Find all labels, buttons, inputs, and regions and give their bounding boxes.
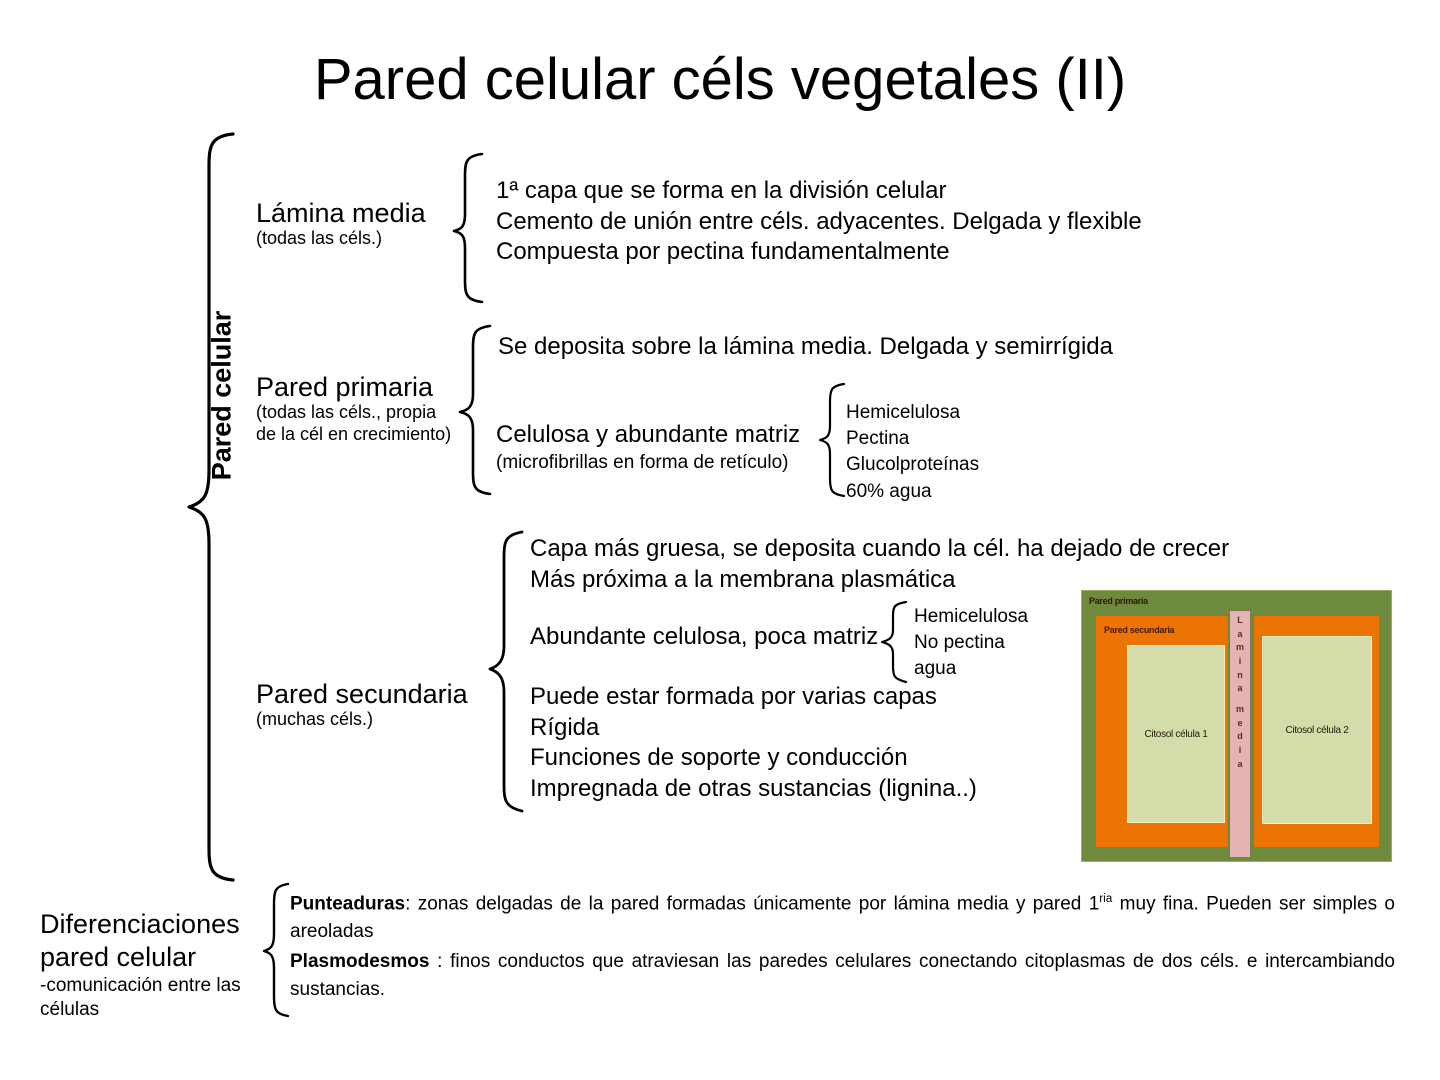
component-item: Hemicelulosa xyxy=(914,606,1029,627)
lamina-media-name: Lámina media xyxy=(256,198,426,228)
diferenciaciones-line-1: Diferenciaciones xyxy=(40,909,240,939)
plasmodesmos-text: : finos conductos que atraviesan las par… xyxy=(290,951,1395,1000)
pared-primaria-line-2-wrap: Celulosa y abundante matriz (microfibril… xyxy=(496,420,800,474)
lamina-letter: a xyxy=(1237,628,1243,639)
pared-primaria-subtitle-line1: (todas las céls., propia xyxy=(256,402,437,423)
section-lamina-media-title: Lámina media (todas las céls.) xyxy=(256,198,426,250)
lamina-letter: m xyxy=(1235,642,1244,653)
pared-primaria-line-1-wrap: Se deposita sobre la lámina media. Delga… xyxy=(498,332,1113,363)
punteaduras-text-b: muy fina. Pueden ser simples o areoladas xyxy=(290,893,1395,942)
page-title: Pared celular céls vegetales (II) xyxy=(313,47,1127,112)
pared-secundaria-line-bottom-2: Rígida xyxy=(530,713,600,741)
pared-secundaria-line-top-1: Capa más gruesa, se deposita cuando la c… xyxy=(530,535,1230,562)
punteaduras-superscript: ria xyxy=(1099,892,1113,905)
plasmodesmos-term: Plasmodesmos xyxy=(290,951,430,972)
lamina-letter: d xyxy=(1237,731,1243,742)
pared-primaria-components-brace xyxy=(818,382,848,498)
lamina-letter: L xyxy=(1237,615,1243,625)
lamina-letter: m xyxy=(1235,704,1244,715)
punteaduras-text-a: : zonas delgadas de la pared formadas ún… xyxy=(405,893,1100,915)
diagram-cytosol-cell-1: Citosol célula 1 xyxy=(1127,645,1225,823)
lamina-media-lines: 1ª capa que se forma en la división celu… xyxy=(496,176,1142,268)
pared-secundaria-line-bottom-3: Funciones de soporte y conducción xyxy=(530,744,908,772)
punteaduras-paragraph: Punteaduras: zonas delgadas de la pared … xyxy=(290,890,1395,945)
component-item: Pectina xyxy=(846,428,910,450)
pared-secundaria-line-top-2: Más próxima a la membrana plasmática xyxy=(530,565,956,593)
pared-primaria-line-1: Se deposita sobre la lámina media. Delga… xyxy=(498,333,1113,360)
pared-secundaria-matrix-text: Abundante celulosa, poca matriz xyxy=(530,623,879,650)
pared-secundaria-line-bottom-1: Puede estar formada por varias capas xyxy=(530,683,937,710)
lamina-letter: a xyxy=(1237,758,1243,769)
component-item: Glucolproteínas xyxy=(846,454,980,476)
pared-secundaria-lines-bottom: Puede estar formada por varias capas Ríg… xyxy=(530,682,977,805)
main-brace xyxy=(185,132,245,882)
plasmodesmos-paragraph: Plasmodesmos : finos conductos que atrav… xyxy=(290,948,1395,1003)
diagram-cytosol-cell-2: Citosol célula 2 xyxy=(1262,636,1372,824)
pared-primaria-components: Hemicelulosa Pectina Glucolproteínas 60%… xyxy=(846,400,979,505)
diferenciaciones-line-2: pared celular xyxy=(40,941,197,972)
pared-secundaria-name: Pared secundaria xyxy=(256,679,468,709)
lamina-media-brace xyxy=(452,152,488,304)
diferenciaciones-brace xyxy=(262,882,292,1018)
diagram-label-pared-primaria: Pared primaria xyxy=(1089,596,1148,606)
lamina-letter: a xyxy=(1237,683,1243,694)
diagram-lamina-media-strip: L a m i n a m e d i a xyxy=(1229,610,1251,858)
lamina-media-subtitle: (todas las céls.) xyxy=(256,228,383,249)
pared-primaria-line-2-sub: (microfibrillas en forma de retículo) xyxy=(496,451,789,473)
pared-secundaria-components-brace xyxy=(880,600,910,684)
pared-secundaria-lines-top: Capa más gruesa, se deposita cuando la c… xyxy=(530,534,1229,595)
lamina-media-line-1: 1ª capa que se forma en la división celu… xyxy=(496,177,947,204)
pared-secundaria-line-bottom-4: Impregnada de otras sustancias (lignina.… xyxy=(530,775,977,803)
pared-secundaria-subtitle: (muchas céls.) xyxy=(256,709,374,730)
cell-wall-diagram: Pared primaria Pared secundaria Citosol … xyxy=(1081,590,1392,862)
diferenciaciones-line-4: células xyxy=(40,998,100,1020)
pared-secundaria-components: Hemicelulosa No pectina agua xyxy=(914,604,1028,683)
lamina-letter: e xyxy=(1237,717,1243,728)
pared-secundaria-brace xyxy=(488,530,526,814)
component-item: No pectina xyxy=(914,632,1005,654)
lamina-letter: i xyxy=(1238,745,1242,756)
pared-primaria-brace xyxy=(458,324,494,496)
lamina-letter: n xyxy=(1237,669,1243,680)
diagram-label-pared-secundaria: Pared secundaria xyxy=(1104,625,1175,635)
pared-primaria-subtitle-line2: de la cél en crecimiento) xyxy=(256,424,452,445)
lamina-media-line-3: Compuesta por pectina fundamentalmente xyxy=(496,238,950,266)
punteaduras-term: Punteaduras xyxy=(290,893,406,915)
section-pared-primaria-title: Pared primaria (todas las céls., propia … xyxy=(256,372,451,446)
pared-primaria-line-2: Celulosa y abundante matriz xyxy=(496,421,801,448)
component-item: agua xyxy=(914,658,957,680)
lamina-letter: i xyxy=(1238,656,1242,667)
pared-secundaria-matrix-line: Abundante celulosa, poca matriz xyxy=(530,622,878,653)
diferenciaciones-line-3: -comunicación entre las xyxy=(40,974,241,996)
section-pared-secundaria-title: Pared secundaria (muchas céls.) xyxy=(256,679,468,731)
component-item: Hemicelulosa xyxy=(846,402,961,423)
pared-primaria-name: Pared primaria xyxy=(256,372,434,402)
component-item: 60% agua xyxy=(846,480,932,502)
lamina-media-line-2: Cemento de unión entre céls. adyacentes.… xyxy=(496,207,1142,235)
diferenciaciones-label: Diferenciaciones pared celular -comunica… xyxy=(40,908,270,1021)
